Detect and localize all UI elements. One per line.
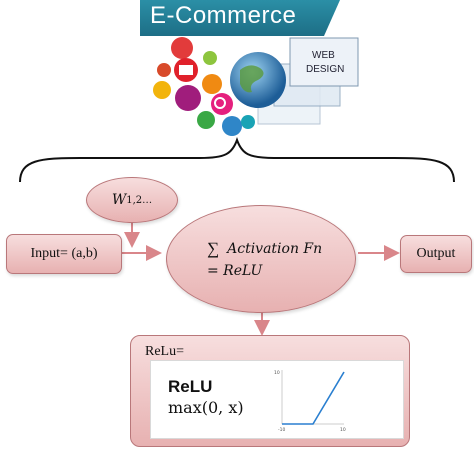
tag-icon (202, 74, 222, 94)
output-label: Output (416, 246, 456, 261)
relu-formula: max(0, x) (168, 398, 244, 417)
phone-icon (241, 115, 255, 129)
gift-icon (171, 37, 193, 59)
relu-panel-title: ReLu= (145, 344, 184, 359)
input-label: Input= (a,b) (30, 246, 98, 261)
weights-subscript: 1,2… (126, 194, 153, 206)
x-tick-label-min: -10 (278, 427, 285, 433)
relu-figure (150, 360, 404, 439)
user-icon (222, 116, 242, 136)
x-tick-label-max: 10 (340, 427, 346, 433)
ecommerce-banner (140, 0, 340, 36)
y-tick-label: 10 (274, 370, 280, 376)
relu-equation: = ReLU (207, 263, 263, 279)
design-label: DESIGN (306, 64, 344, 75)
leaf-icon (203, 51, 217, 65)
activation-label: Activation Fn (227, 241, 323, 257)
cart-icon (175, 85, 201, 111)
banner-title: E-Commerce (150, 2, 297, 29)
activation-node: ∑ Activation Fn = ReLU (166, 205, 356, 313)
web-label: WEB (312, 50, 335, 61)
ecommerce-illustration: WEB DESIGN (153, 37, 359, 136)
curly-brace (19, 137, 455, 183)
coin-icon (153, 81, 171, 99)
relu-chart: 10 -10 10 (274, 370, 346, 433)
relu-name: ReLU (168, 377, 213, 396)
card-icon (157, 63, 171, 77)
weights-label: W (111, 192, 127, 208)
web-design-screens (257, 37, 359, 125)
input-node: Input= (a,b) (6, 234, 122, 274)
lock-icon (197, 111, 215, 129)
relu-series-line (282, 371, 345, 425)
output-node: Output (400, 235, 472, 273)
sum-icon: ∑ (207, 239, 220, 258)
